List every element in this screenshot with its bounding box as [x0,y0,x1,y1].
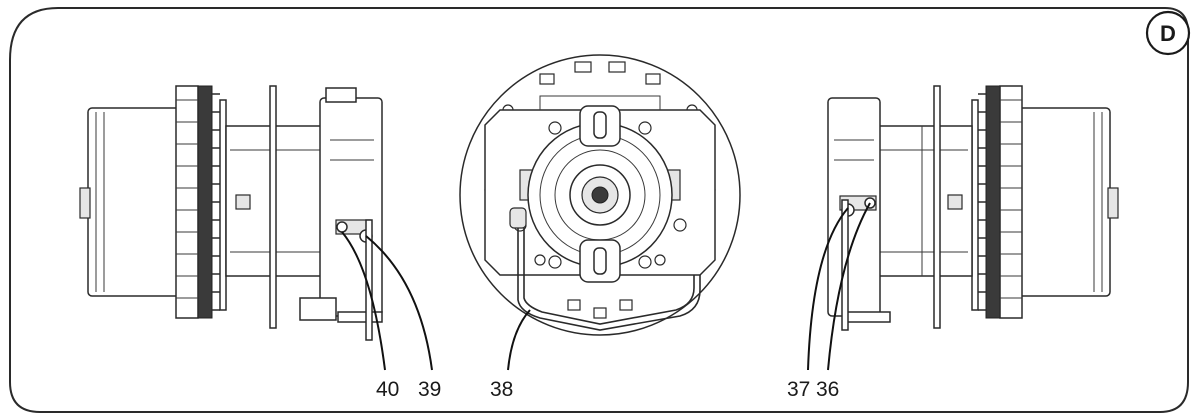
callout-37: 37 [787,378,810,401]
leader-39 [365,235,433,371]
left-motor-assembly [79,85,383,341]
leader-lines [341,202,871,371]
right-motor-assembly [827,85,1119,331]
center-motor-assembly [459,54,741,336]
leader-36 [827,202,871,371]
panel-letter-badge: D [1145,10,1191,56]
leader-38 [507,309,531,371]
callout-36: 36 [816,378,839,401]
leader-40 [341,231,386,371]
callout-38: 38 [490,378,513,401]
callout-40: 40 [376,378,399,401]
panel-border [9,7,1189,413]
callout-39: 39 [418,378,441,401]
leader-37 [807,207,849,371]
panel-letter: D [1160,21,1176,46]
